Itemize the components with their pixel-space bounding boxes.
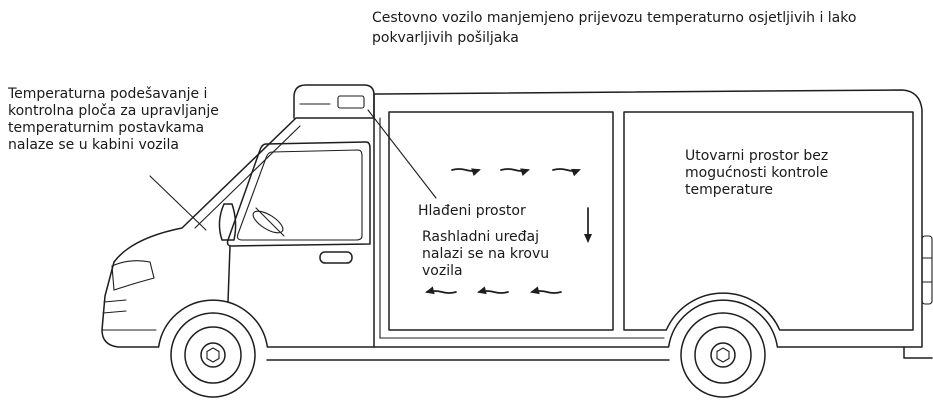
- steering-column: [255, 207, 285, 237]
- cargo-space-label: Utovarni prostor bez mogućnosti kontrole…: [685, 148, 828, 199]
- cooling-unit-label-line: nalazi se na krovu: [422, 246, 550, 262]
- cargo-space-label-line: Utovarni prostor bez: [685, 148, 829, 164]
- van-body-outline: [101, 89, 923, 348]
- cab-controls-label-line: temperaturnim postavkama: [8, 120, 205, 136]
- arrow-left-icon: [477, 286, 509, 295]
- cooling-unit-label-line: vozila: [422, 263, 463, 279]
- leader-line-cooling-unit: [367, 109, 437, 199]
- leader-line-cab-controls: [149, 175, 207, 231]
- cab-controls-label-line: kontrolna ploča za upravljanje: [8, 103, 219, 119]
- arrow-right-icon: [500, 168, 530, 177]
- cooled-space-label-text: Hlađeni prostor: [418, 203, 526, 219]
- rear-bumper: [903, 346, 933, 359]
- cargo-space-label-line: mogućnosti kontrole: [685, 165, 829, 181]
- front-rim: [184, 326, 242, 384]
- rear-wheel: [680, 312, 766, 398]
- arrow-right-icon: [552, 168, 581, 177]
- front-tire: [170, 312, 256, 398]
- rear-light: [921, 235, 933, 305]
- cab-controls-label: Temperaturna podešavanje i kontrolna plo…: [8, 86, 219, 154]
- front-hub: [200, 342, 226, 368]
- front-hub-nut: [206, 347, 220, 363]
- door-handle: [319, 251, 353, 264]
- door-window: [236, 149, 363, 241]
- rear-hub-nut: [716, 347, 730, 363]
- headlight: [111, 260, 155, 291]
- diagram-title: Cestovno vozilo manjemjeno prijevozu tem…: [372, 8, 856, 48]
- arrow-left-icon: [530, 286, 562, 295]
- arrow-right-icon: [451, 168, 481, 177]
- roof-cooling-unit: [293, 84, 375, 119]
- cooled-space-label: Hlađeni prostor: [418, 203, 526, 220]
- cooled-compartment-panel: [388, 111, 614, 331]
- grille-line-bottom: [102, 310, 127, 314]
- door-front-edge: [227, 245, 231, 303]
- arrow-left-icon: [425, 286, 457, 295]
- diagram-title-line: pokvarljivih pošiljaka: [372, 30, 519, 46]
- rear-tire: [680, 312, 766, 398]
- steering-wheel: [252, 210, 284, 234]
- cab-controls-label-line: nalaze se u kabini vozila: [8, 137, 180, 153]
- cooling-unit-label: Rashladni uređaj nalazi se na krovu vozi…: [422, 229, 549, 280]
- side-mirror: [218, 203, 237, 241]
- cargo-compartment-panel: [623, 111, 914, 331]
- door-window-frame: [226, 141, 371, 247]
- front-wheel: [170, 312, 256, 398]
- diagram-title-line: Cestovno vozilo manjemjeno prijevozu tem…: [372, 10, 857, 26]
- rear-rim: [694, 326, 752, 384]
- cooling-unit-vent: [337, 95, 365, 109]
- cab-controls-label-line: Temperaturna podešavanje i: [8, 86, 208, 102]
- cooling-unit-label-line: Rashladni uređaj: [422, 229, 540, 245]
- grille-line-top: [103, 299, 127, 303]
- cargo-space-label-line: temperature: [685, 182, 773, 198]
- rear-hub: [710, 342, 736, 368]
